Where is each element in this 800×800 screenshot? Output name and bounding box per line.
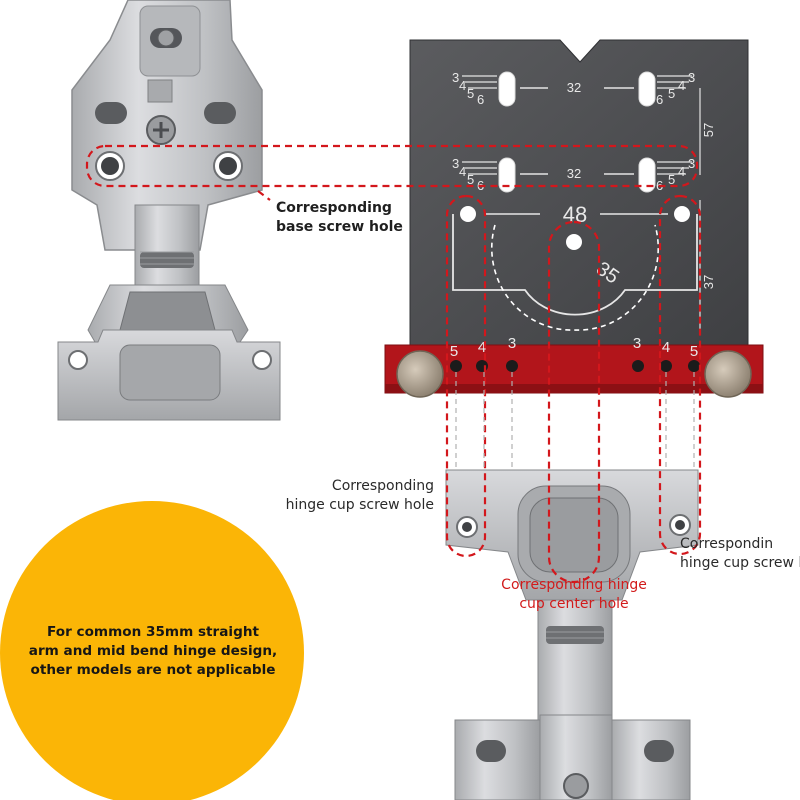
cup-screw-hole-label-right-line-1: Correspondin — [680, 536, 774, 552]
bottom-hinge-cup-plate — [445, 469, 699, 601]
jig-scale-rm-3: 3 — [688, 156, 695, 171]
jig-scale-lm-1: 4 — [459, 164, 466, 179]
bottom-hinge-arm — [537, 599, 613, 721]
cup-center-hole-label: Corresponding hinge cup center hole — [488, 576, 660, 614]
cup-center-hole-label-line-2: cup center hole — [519, 596, 629, 612]
compatibility-note-line-2: arm and mid bend hinge design, — [28, 643, 278, 659]
jig-dim-mid: 32 — [567, 166, 581, 181]
jig-scale-lt-1: 4 — [459, 78, 466, 93]
jig-edge-left-2: 3 — [508, 335, 516, 352]
jig-scale-rm-1: 5 — [668, 172, 675, 187]
cup-screw-hole-label-left-line-2: hinge cup screw hole — [285, 497, 434, 513]
jig-scale-lm-2: 5 — [467, 172, 474, 187]
top-hinge-cup-plate — [57, 329, 281, 421]
gray-dashed-guides — [455, 372, 695, 470]
compatibility-note: For common 35mm straight arm and mid ben… — [22, 623, 284, 680]
base-screw-hole-outline — [85, 144, 699, 188]
jig-scale-rt-2: 4 — [678, 78, 685, 93]
jig-dim-top: 32 — [567, 80, 581, 95]
left-edge-hole-outline-1 — [445, 194, 487, 558]
cup-center-hole-outline — [547, 220, 601, 584]
cup-screw-hole-label-right-line-2: hinge cup screw hole — [680, 555, 800, 571]
cup-screw-hole-label-left: Corresponding hinge cup screw hole — [286, 477, 434, 515]
dashed-guides — [85, 144, 702, 584]
jig-scale-rt-3: 3 — [688, 70, 695, 85]
base-screw-hole-label-line-1: Corresponding — [276, 200, 392, 216]
jig-scale-lm-0: 3 — [452, 156, 459, 171]
jig-knob-right — [704, 350, 752, 398]
base-screw-leader — [257, 190, 271, 201]
jig-scale-rt-1: 5 — [668, 86, 675, 101]
jig-dim-37: 37 — [701, 275, 716, 289]
jig-edge-left-0: 5 — [450, 343, 458, 360]
jig-scale-lt-2: 5 — [467, 86, 474, 101]
bottom-hinge-base-plate — [454, 714, 691, 800]
compatibility-note-line-1: For common 35mm straight — [47, 624, 259, 640]
jig-edge-right-0: 3 — [633, 335, 641, 352]
compatibility-note-line-3: other models are not applicable — [30, 662, 276, 678]
top-hinge-base-plate — [71, 0, 263, 251]
jig-scale-lt-0: 3 — [452, 70, 459, 85]
cup-screw-hole-label-right: Correspondin hinge cup screw hole — [680, 535, 800, 573]
jig-edge-right-1: 4 — [662, 339, 670, 356]
cup-center-hole-label-line-1: Corresponding hinge — [501, 577, 647, 593]
jig-edge-left-1: 4 — [478, 339, 486, 356]
base-screw-hole-label-line-2: base screw hole — [276, 219, 403, 235]
cup-screw-hole-label-left-line-1: Corresponding — [331, 478, 434, 494]
jig-knob-left — [396, 350, 444, 398]
jig-dim-57: 57 — [701, 123, 716, 137]
jig-scale-lt-3: 6 — [477, 92, 484, 107]
base-screw-hole-label: Corresponding base screw hole — [276, 199, 403, 237]
jig-edge-right-2: 5 — [690, 343, 698, 360]
jig-scale-rt-0: 6 — [656, 92, 663, 107]
right-edge-hole-outline — [658, 194, 702, 556]
jig-scale-rm-2: 4 — [678, 164, 685, 179]
note-badge — [0, 501, 304, 800]
